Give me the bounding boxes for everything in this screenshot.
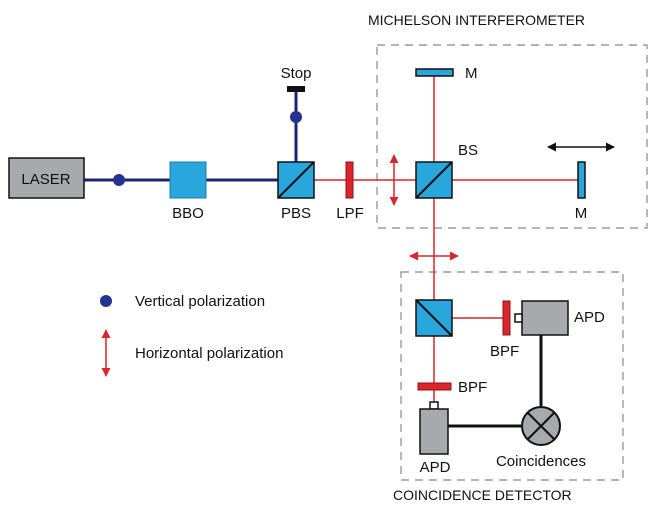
coincidence-counter-cross-b <box>527 412 555 440</box>
apd-right-label: APD <box>574 309 605 326</box>
apd-bottom-box <box>419 408 449 455</box>
vertical-polarization-dot-stop <box>290 111 302 123</box>
laser-box <box>8 157 85 199</box>
mirror-top <box>415 68 454 77</box>
michelson-title: MICHELSON INTERFEROMETER <box>368 12 585 28</box>
bpf-right-filter <box>502 300 511 336</box>
lpf-label: LPF <box>336 205 364 222</box>
bs-diagonal <box>415 161 453 199</box>
michelson-frame <box>376 44 648 229</box>
pbs-label: PBS <box>281 205 311 222</box>
lpf-filter <box>345 161 354 199</box>
apd-bottom-label: APD <box>420 459 451 476</box>
stop-block <box>287 86 305 92</box>
mirror-top-label: M <box>465 65 478 82</box>
vertical-polarization-dot <box>113 174 125 186</box>
legend-vertical-dot <box>100 295 112 307</box>
stop-label: Stop <box>281 65 312 82</box>
mirror-right <box>577 161 586 199</box>
pbs-diagonal <box>277 161 315 199</box>
coincidence-frame <box>400 271 624 481</box>
apd-right-aperture <box>514 313 523 323</box>
bbo-crystal <box>169 161 207 199</box>
legend-horizontal-label: Horizontal polarization <box>135 345 283 362</box>
legend-vertical-label: Vertical polarization <box>135 293 265 310</box>
laser-label: LASER <box>21 171 70 188</box>
mirror-right-label: M <box>575 205 588 222</box>
bs-label: BS <box>458 142 478 159</box>
bpf-bottom-label: BPF <box>458 379 487 396</box>
coincidences-label: Coincidences <box>496 453 586 470</box>
detector-bs-diagonal <box>415 299 453 337</box>
bpf-bottom-filter <box>417 382 452 391</box>
bbo-label: BBO <box>172 205 204 222</box>
apd-right-box <box>521 300 569 336</box>
apd-bottom-aperture <box>429 401 439 410</box>
coincidence-title: COINCIDENCE DETECTOR <box>393 487 572 503</box>
bpf-right-label: BPF <box>490 343 519 360</box>
